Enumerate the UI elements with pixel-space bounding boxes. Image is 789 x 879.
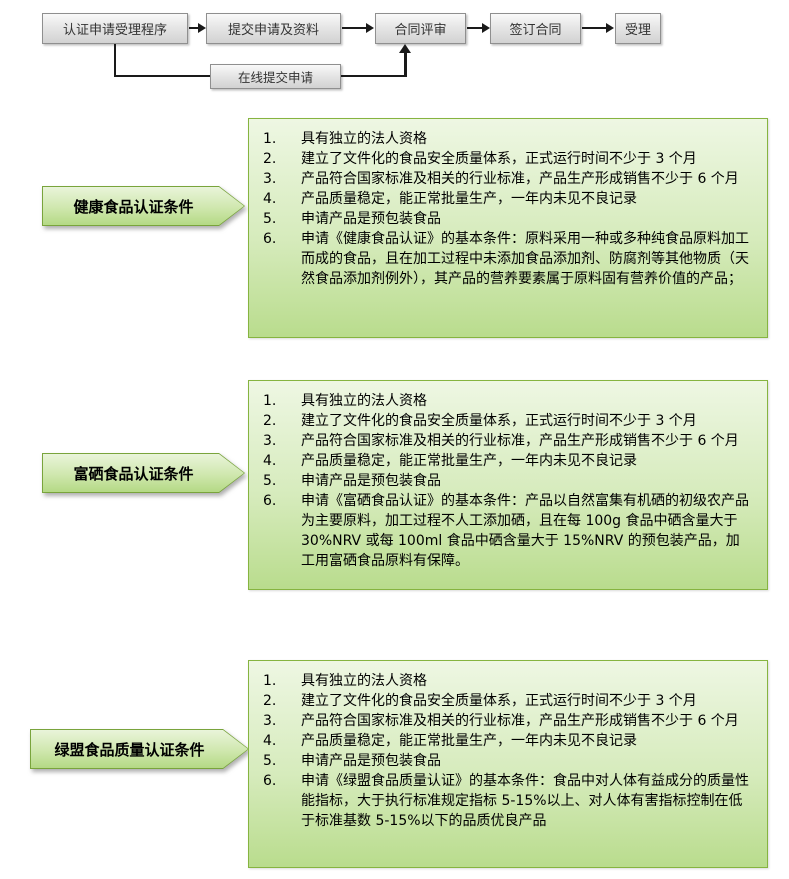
condition-item: 3. 产品符合国家标准及相关的行业标准，产品生产形成销售不少于 6 个月 — [263, 169, 753, 189]
condition-text: 申请产品是预包装食品 — [301, 473, 441, 489]
condition-text: 申请产品是预包装食品 — [301, 753, 441, 769]
section-label-selenium-food: 富硒食品认证条件 — [42, 453, 245, 493]
condition-number: 3. — [263, 713, 277, 729]
condition-item: 1. 具有独立的法人资格 — [263, 129, 753, 149]
connector-right-line — [341, 75, 406, 77]
condition-text: 申请《绿盟食品质量认证》的基本条件：食品中对人体有益成分的质量性能指标，大于执行… — [301, 773, 749, 829]
condition-item: 4. 产品质量稳定，能正常批量生产，一年内未见不良记录 — [263, 731, 753, 751]
condition-number: 1. — [263, 131, 277, 147]
condition-number: 5. — [263, 753, 277, 769]
condition-number: 4. — [263, 733, 277, 749]
condition-number: 1. — [263, 673, 277, 689]
section-label-health-food: 健康食品认证条件 — [42, 186, 245, 226]
condition-text: 产品符合国家标准及相关的行业标准，产品生产形成销售不少于 6 个月 — [301, 433, 739, 449]
condition-item: 6. 申请《富硒食品认证》的基本条件：产品以自然富集有机硒的初级农产品为主要原料… — [263, 491, 753, 571]
flow-step-accepted: 受理 — [615, 13, 661, 44]
flow-step-acceptance-procedure: 认证申请受理程序 — [42, 13, 188, 44]
condition-text: 产品质量稳定，能正常批量生产，一年内未见不良记录 — [301, 733, 637, 749]
condition-item: 1. 具有独立的法人资格 — [263, 671, 753, 691]
condition-text: 建立了文件化的食品安全质量体系，正式运行时间不少于 3 个月 — [301, 413, 697, 429]
condition-text: 申请产品是预包装食品 — [301, 211, 441, 227]
label-fill-shape: 绿盟食品质量认证条件 — [31, 730, 248, 768]
condition-item: 1. 具有独立的法人资格 — [263, 391, 753, 411]
condition-number: 2. — [263, 693, 277, 709]
condition-number: 5. — [263, 473, 277, 489]
flow-step-sign-contract: 签订合同 — [490, 13, 581, 44]
condition-item: 2. 建立了文件化的食品安全质量体系，正式运行时间不少于 3 个月 — [263, 691, 753, 711]
condition-item: 5. 申请产品是预包装食品 — [263, 209, 753, 229]
connector-down-line — [114, 44, 116, 77]
condition-text: 产品符合国家标准及相关的行业标准，产品生产形成销售不少于 6 个月 — [301, 713, 739, 729]
condition-text: 产品质量稳定，能正常批量生产，一年内未见不良记录 — [301, 191, 637, 207]
condition-number: 1. — [263, 393, 277, 409]
condition-text: 申请《健康食品认证》的基本条件：原料采用一种或多种纯食品原料加工而成的食品，且在… — [301, 231, 749, 287]
label-fill-shape: 富硒食品认证条件 — [43, 454, 244, 492]
condition-text: 具有独立的法人资格 — [301, 673, 427, 689]
flow-step-contract-review: 合同评审 — [375, 13, 466, 44]
condition-item: 3. 产品符合国家标准及相关的行业标准，产品生产形成销售不少于 6 个月 — [263, 711, 753, 731]
condition-text: 申请《富硒食品认证》的基本条件：产品以自然富集有机硒的初级农产品为主要原料，加工… — [301, 493, 749, 569]
connector-up-arrow — [399, 44, 411, 77]
section-title: 健康食品认证条件 — [73, 197, 194, 216]
condition-item: 5. 申请产品是预包装食品 — [263, 471, 753, 491]
conditions-box-health-food: 1. 具有独立的法人资格 2. 建立了文件化的食品安全质量体系，正式运行时间不少… — [248, 118, 768, 338]
flow-step-submit-application: 提交申请及资料 — [206, 13, 341, 44]
condition-text: 具有独立的法人资格 — [301, 131, 427, 147]
section-label-green-alliance-food: 绿盟食品质量认证条件 — [30, 729, 249, 769]
condition-number: 6. — [263, 231, 277, 247]
connector-left-line — [114, 75, 210, 77]
condition-item: 6. 申请《健康食品认证》的基本条件：原料采用一种或多种纯食品原料加工而成的食品… — [263, 229, 753, 289]
label-fill-shape: 健康食品认证条件 — [43, 187, 244, 225]
flow-arrow-1 — [189, 23, 206, 33]
condition-number: 4. — [263, 191, 277, 207]
condition-item: 4. 产品质量稳定，能正常批量生产，一年内未见不良记录 — [263, 189, 753, 209]
section-title: 富硒食品认证条件 — [73, 464, 194, 483]
flow-step-online-submission: 在线提交申请 — [210, 64, 341, 89]
condition-text: 建立了文件化的食品安全质量体系，正式运行时间不少于 3 个月 — [301, 693, 697, 709]
condition-text: 产品质量稳定，能正常批量生产，一年内未见不良记录 — [301, 453, 637, 469]
condition-number: 4. — [263, 453, 277, 469]
section-title: 绿盟食品质量认证条件 — [54, 740, 205, 759]
condition-number: 3. — [263, 171, 277, 187]
flow-arrow-4 — [582, 23, 614, 33]
condition-item: 2. 建立了文件化的食品安全质量体系，正式运行时间不少于 3 个月 — [263, 149, 753, 169]
condition-text: 产品符合国家标准及相关的行业标准，产品生产形成销售不少于 6 个月 — [301, 171, 739, 187]
condition-item: 2. 建立了文件化的食品安全质量体系，正式运行时间不少于 3 个月 — [263, 411, 753, 431]
condition-item: 5. 申请产品是预包装食品 — [263, 751, 753, 771]
condition-number: 5. — [263, 211, 277, 227]
flow-arrow-2 — [342, 23, 374, 33]
condition-text: 具有独立的法人资格 — [301, 393, 427, 409]
condition-number: 6. — [263, 493, 277, 509]
condition-item: 4. 产品质量稳定，能正常批量生产，一年内未见不良记录 — [263, 451, 753, 471]
condition-text: 建立了文件化的食品安全质量体系，正式运行时间不少于 3 个月 — [301, 151, 697, 167]
conditions-box-green-alliance-food: 1. 具有独立的法人资格 2. 建立了文件化的食品安全质量体系，正式运行时间不少… — [248, 660, 768, 868]
condition-item: 3. 产品符合国家标准及相关的行业标准，产品生产形成销售不少于 6 个月 — [263, 431, 753, 451]
condition-number: 2. — [263, 151, 277, 167]
flow-arrow-3 — [467, 23, 490, 33]
condition-number: 2. — [263, 413, 277, 429]
condition-item: 6. 申请《绿盟食品质量认证》的基本条件：食品中对人体有益成分的质量性能指标，大… — [263, 771, 753, 831]
condition-number: 3. — [263, 433, 277, 449]
conditions-box-selenium-food: 1. 具有独立的法人资格 2. 建立了文件化的食品安全质量体系，正式运行时间不少… — [248, 380, 768, 590]
condition-number: 6. — [263, 773, 277, 789]
